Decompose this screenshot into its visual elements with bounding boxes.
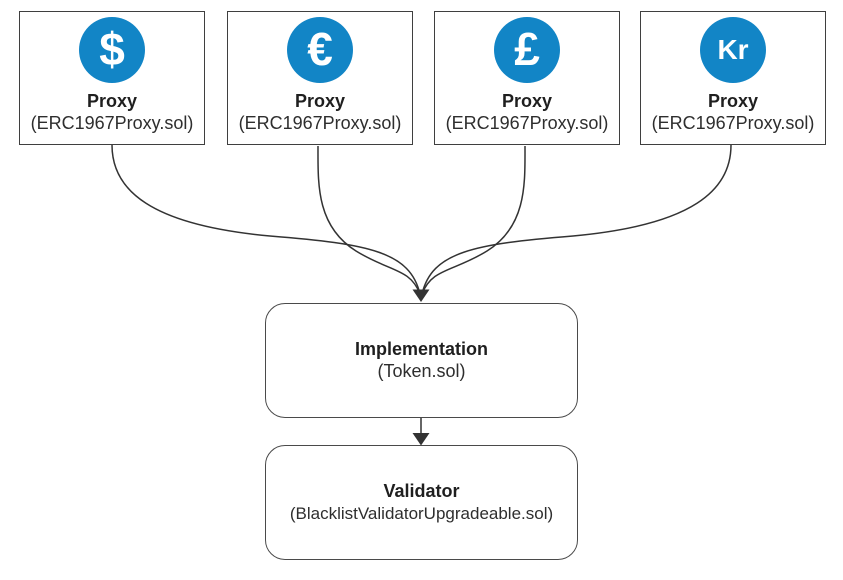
proxy-subtitle: (ERC1967Proxy.sol): [238, 113, 402, 133]
dollar-symbol: $: [99, 23, 125, 75]
proxy-node-dollar: $ Proxy (ERC1967Proxy.sol): [19, 11, 205, 145]
proxy-title: Proxy: [707, 91, 759, 111]
proxy-node-krone: Kr Proxy (ERC1967Proxy.sol): [640, 11, 826, 145]
arrowhead-into-validator: [412, 433, 430, 446]
pound-symbol: £: [514, 23, 540, 75]
edge-proxy-dollar-to-implementation: [111, 144, 421, 295]
euro-symbol: €: [307, 23, 333, 75]
proxy-subtitle: (ERC1967Proxy.sol): [445, 113, 609, 133]
validator-title: Validator: [383, 481, 460, 501]
proxy-node-pound: £ Proxy (ERC1967Proxy.sol): [434, 11, 620, 145]
pound-icon: £: [494, 17, 560, 83]
validator-node: Validator (BlacklistValidatorUpgradeable…: [265, 445, 578, 560]
krone-icon: Kr: [700, 17, 766, 83]
implementation-subtitle: (Token.sol): [377, 361, 466, 381]
edge-proxy-pound-to-implementation: [421, 145, 526, 295]
proxy-subtitle: (ERC1967Proxy.sol): [651, 113, 815, 133]
proxy-node-euro: € Proxy (ERC1967Proxy.sol): [227, 11, 413, 145]
krone-symbol: Kr: [717, 34, 749, 65]
proxy-title: Proxy: [501, 91, 553, 111]
validator-subtitle: (BlacklistValidatorUpgradeable.sol): [289, 504, 554, 523]
edge-proxy-euro-to-implementation: [317, 145, 421, 295]
edge-proxy-krone-to-implementation: [421, 144, 732, 295]
euro-icon: €: [287, 17, 353, 83]
proxy-title: Proxy: [86, 91, 138, 111]
implementation-node: Implementation (Token.sol): [265, 303, 578, 418]
proxy-title: Proxy: [294, 91, 346, 111]
proxy-subtitle: (ERC1967Proxy.sol): [30, 113, 194, 133]
dollar-icon: $: [79, 17, 145, 83]
implementation-title: Implementation: [354, 339, 488, 359]
arrowhead-into-implementation: [412, 289, 430, 302]
